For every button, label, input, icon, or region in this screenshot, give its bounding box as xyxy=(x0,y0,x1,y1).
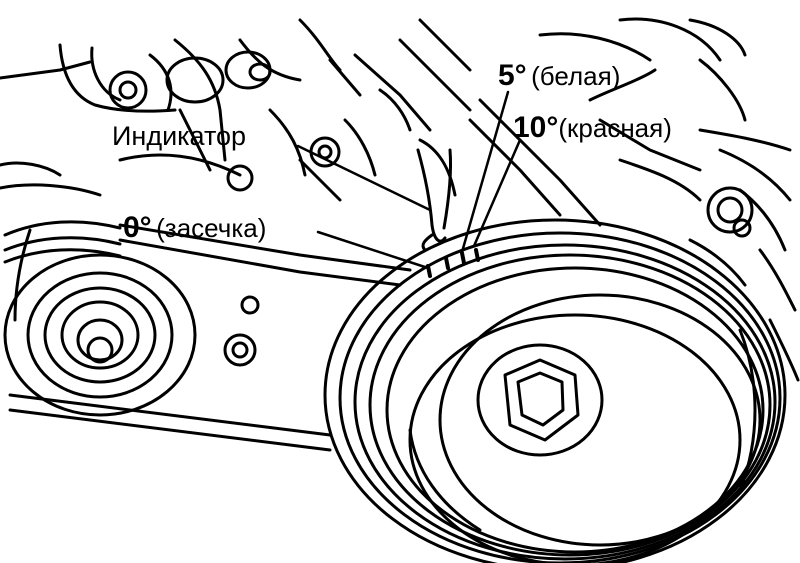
mark-5-value: 5° xyxy=(498,59,527,92)
timing-marks xyxy=(426,248,480,278)
leader-lines xyxy=(296,90,522,270)
indicator-label: Индикатор xyxy=(112,121,247,151)
crank-bolt xyxy=(476,343,604,457)
timing-indicator xyxy=(416,148,453,252)
mark-5-degree-label: 5° (белая) xyxy=(498,61,620,91)
leader-5deg xyxy=(460,90,510,254)
mark-0-value: 0° xyxy=(123,211,152,244)
leader-0deg xyxy=(316,230,430,270)
engine-block-outline xyxy=(0,17,800,382)
bolt-bosses xyxy=(108,50,754,367)
leader-10deg xyxy=(472,138,522,248)
mark-10-value: 10° xyxy=(513,111,559,144)
leader-indicator xyxy=(296,144,432,212)
mark-0-degree-label: 0° (засечка) xyxy=(123,213,266,243)
mark-5-note: (белая) xyxy=(531,61,621,91)
mark-0-note: (засечка) xyxy=(156,213,267,243)
mark-10-note: (красная) xyxy=(558,113,672,143)
crankshaft-pulley xyxy=(323,218,787,563)
drive-belt xyxy=(8,223,412,452)
idler-pulley xyxy=(3,220,197,417)
mark-10-degree-label: 10°(красная) xyxy=(513,113,672,143)
